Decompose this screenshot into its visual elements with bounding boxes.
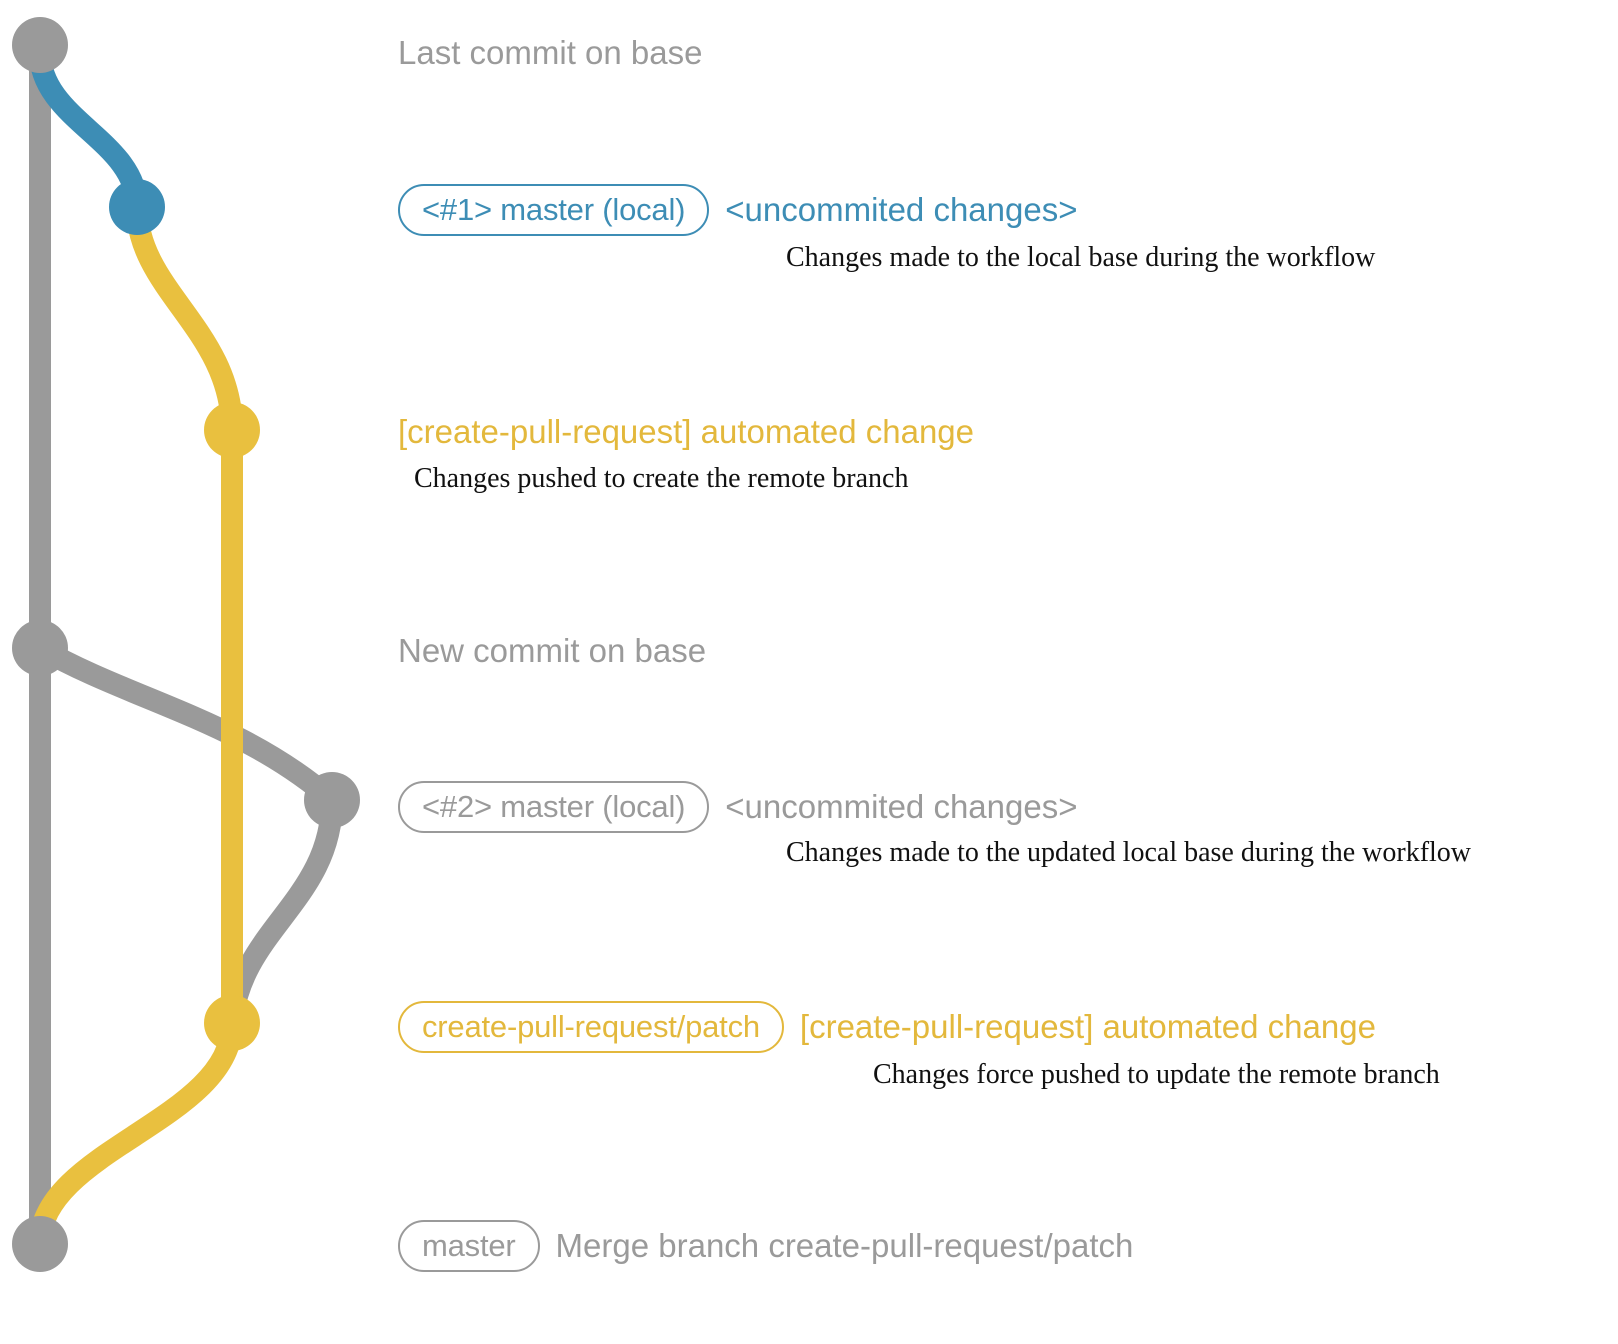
caption-automated-change-2: [create-pull-request] automated change bbox=[799, 1008, 1376, 1045]
label-new-commit-on-base: New commit on base bbox=[398, 632, 707, 669]
sub-step-1: Changes made to the local base during th… bbox=[786, 242, 1376, 273]
updated-local-branch-line bbox=[29, 637, 343, 811]
commit-node-local-master-1 bbox=[109, 179, 165, 235]
caption-merge-branch: Merge branch create-pull-request/patch bbox=[555, 1227, 1134, 1264]
caption-uncommited-changes-1: <uncommited changes> bbox=[725, 191, 1078, 228]
badge-local-master-1[interactable]: <#1> master (local) bbox=[398, 184, 710, 236]
caption-uncommited-changes-2: <uncommited changes> bbox=[725, 788, 1078, 825]
commit-node-remote-patch-1 bbox=[204, 402, 260, 458]
sub-step-3: Changes made to the updated local base d… bbox=[786, 837, 1472, 868]
caption-automated-change-1: [create-pull-request] automated change bbox=[398, 413, 975, 450]
step-3-row: <#2> master (local) <uncommited changes> bbox=[398, 781, 1078, 833]
updated-local-to-remote-line bbox=[221, 789, 343, 1034]
remote-branch-line-gold-lower bbox=[29, 1012, 243, 1255]
sub-step-2: Changes pushed to create the remote bran… bbox=[414, 463, 909, 494]
commit-graph bbox=[12, 17, 360, 1272]
step-1-row: <#1> master (local) <uncommited changes> bbox=[398, 184, 1078, 236]
badge-local-master-2[interactable]: <#2> master (local) bbox=[398, 781, 710, 833]
commit-node-local-master-2 bbox=[304, 772, 360, 828]
badge-create-pull-request-patch[interactable]: create-pull-request/patch bbox=[398, 1001, 784, 1053]
commit-node-new-commit-on-base bbox=[12, 620, 68, 676]
commit-node-merge bbox=[12, 1216, 68, 1272]
sub-step-4: Changes force pushed to update the remot… bbox=[873, 1059, 1440, 1090]
label-last-commit-on-base: Last commit on base bbox=[398, 34, 703, 71]
badge-master[interactable]: master bbox=[398, 1220, 540, 1272]
step-5-row: master Merge branch create-pull-request/… bbox=[398, 1220, 1133, 1272]
remote-branch-line-gold-upper bbox=[126, 196, 243, 1034]
step-4-row: create-pull-request/patch [create-pull-r… bbox=[398, 1001, 1376, 1053]
commit-node-last-commit-on-base bbox=[12, 17, 68, 73]
commit-node-remote-patch-2 bbox=[204, 995, 260, 1051]
